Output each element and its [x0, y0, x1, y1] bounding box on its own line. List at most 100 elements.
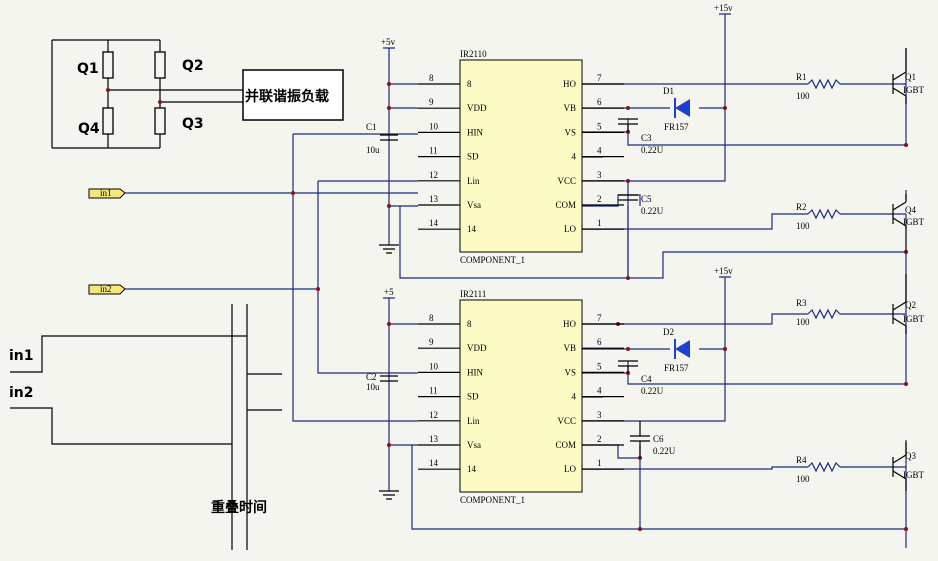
ic2-pin-right-5-label: VS [564, 367, 576, 377]
ic1-pin-left-10-label: HIN [467, 127, 483, 137]
igbt-q4-type: IGBT [903, 217, 924, 227]
ic1-pin-right-7-number: 7 [597, 73, 602, 83]
ic1-body [459, 59, 583, 253]
r1-value: 100 [796, 91, 810, 101]
igbt-q1-label: Q1 [905, 72, 916, 82]
port-in1-label: in1 [100, 188, 112, 198]
port-in2-label: in2 [100, 284, 112, 294]
ic1-pin-left-12-label: Lin [467, 176, 480, 186]
ic1-pin-left-13-label: Vsa [467, 200, 481, 210]
ic2-pin-left-12-label: Lin [467, 416, 480, 426]
igbt-q2-type: IGBT [903, 314, 924, 324]
ic2-pin-left-11-number: 11 [429, 386, 438, 396]
r4-resistor [807, 461, 841, 473]
igbt-q4-label: Q4 [905, 205, 916, 215]
ic2-pin-left-10-number: 10 [429, 361, 439, 371]
bridge-label-q2: Q2 [182, 58, 204, 74]
ic2-pin-right-3-label: VCC [557, 416, 576, 426]
ic1-pin-left-9-label: VDD [467, 103, 487, 113]
bridge-q4-switch [102, 107, 114, 135]
supply-15v-top: +15v [714, 3, 733, 13]
c4-value: 0.22U [641, 386, 664, 396]
ic2-pin-right-1-label: LO [564, 464, 576, 474]
ic2-pin-left-14-label: 14 [467, 464, 477, 474]
r4-label: R4 [796, 455, 807, 465]
ground-symbol-2 [379, 490, 399, 500]
ic2-pin-right-2-label: COM [555, 440, 576, 450]
timing-sketch: in1 in2 重叠时间 [9, 304, 282, 550]
ic2-pin-right-4-number: 4 [597, 386, 602, 396]
ic2-pin-left-10-label: HIN [467, 367, 483, 377]
port-in2: in2 [88, 284, 126, 295]
ic1-pin-left-9-number: 9 [429, 97, 434, 107]
ic1-pin-left-11-label: SD [467, 152, 479, 162]
r4-value: 100 [796, 474, 810, 484]
d1-diode [675, 99, 690, 117]
ic1-pin-left-13-number: 13 [429, 194, 439, 204]
c6-label: C6 [653, 434, 664, 444]
c2-label: C2 [366, 372, 377, 382]
d1-value: FR157 [664, 122, 689, 132]
r3-resistor [807, 308, 841, 320]
ic1-pin-right-4-label: 4 [572, 152, 577, 162]
bridge-label-q1: Q1 [77, 61, 99, 77]
ic1-pin-right-5-label: VS [564, 127, 576, 137]
bridge-label-q3: Q3 [182, 116, 204, 132]
ic2-pin-left-9-label: VDD [467, 343, 487, 353]
ic2-pin-right-1-number: 1 [597, 458, 602, 468]
supply-5v-bottom: +5 [384, 287, 394, 297]
c1-label: C1 [366, 122, 377, 132]
ic2-pin-right-7-label: HO [563, 319, 576, 329]
ic1-pin-right-2-number: 2 [597, 194, 602, 204]
ic2-ir2111: IR2111COMPONENT_1889VDD10HIN11SD12Lin13V… [418, 289, 624, 505]
bridge-q3-switch [154, 107, 166, 135]
ic2-pin-right-3-number: 3 [597, 410, 602, 420]
ic2-pin-left-9-number: 9 [429, 337, 434, 347]
capacitors: C1 10u C2 10u C3 0.22U C5 0.22U C4 0.22U… [366, 118, 676, 458]
bridge-q1-switch [102, 51, 114, 79]
ic1-pin-left-10-number: 10 [429, 121, 439, 131]
ic2-pin-left-11-label: SD [467, 392, 479, 402]
c4-label: C4 [641, 374, 652, 384]
c3-value: 0.22U [641, 145, 664, 155]
r2-label: R2 [796, 202, 807, 212]
ic1-pin-left-14-number: 14 [429, 218, 439, 228]
c5-value: 0.22U [641, 206, 664, 216]
ic1-pin-right-6-number: 6 [597, 97, 602, 107]
d1-label: D1 [663, 86, 674, 96]
r2-value: 100 [796, 221, 810, 231]
ic1-pin-right-3-number: 3 [597, 170, 602, 180]
supplies: +5v +5 +15v +15v [379, 3, 733, 500]
igbt-q2: Q2 IGBT [892, 274, 924, 334]
igbt-q4: Q4 IGBT [892, 194, 924, 252]
ic2-pin-right-6-label: VB [563, 343, 576, 353]
ic1-pin-left-11-number: 11 [429, 146, 438, 156]
ic2-name: IR2111 [460, 289, 486, 299]
ic1-pin-right-3-label: VCC [557, 176, 576, 186]
ic2-pin-right-4-label: 4 [572, 392, 577, 402]
igbt-q3-label: Q3 [905, 451, 916, 461]
ic1-pin-right-4-number: 4 [597, 146, 602, 156]
d2-value: FR157 [664, 363, 689, 373]
r2-resistor [807, 208, 841, 220]
ic1-pin-left-8-label: 8 [467, 79, 472, 89]
ic2-pin-left-14-number: 14 [429, 458, 439, 468]
r3-label: R3 [796, 298, 807, 308]
d2-diode [675, 340, 690, 358]
junctions [291, 82, 908, 531]
bridge-label-q4: Q4 [78, 121, 100, 137]
timing-label-in1: in1 [9, 348, 34, 364]
igbt-q3: Q3 IGBT [892, 442, 924, 491]
load-label: 并联谐振负载 [245, 88, 329, 105]
c6-value: 0.22U [653, 446, 676, 456]
ic1-pin-left-14-label: 14 [467, 224, 477, 234]
ic1-pin-right-6-label: VB [563, 103, 576, 113]
ic2-pin-right-6-number: 6 [597, 337, 602, 347]
r3-value: 100 [796, 317, 810, 327]
ic2-pin-right-5-number: 5 [597, 361, 602, 371]
port-in1: in1 [88, 188, 126, 199]
supply-15v-bottom: +15v [714, 266, 733, 276]
ic2-pin-left-8-label: 8 [467, 319, 472, 329]
ic2-pin-left-13-label: Vsa [467, 440, 481, 450]
